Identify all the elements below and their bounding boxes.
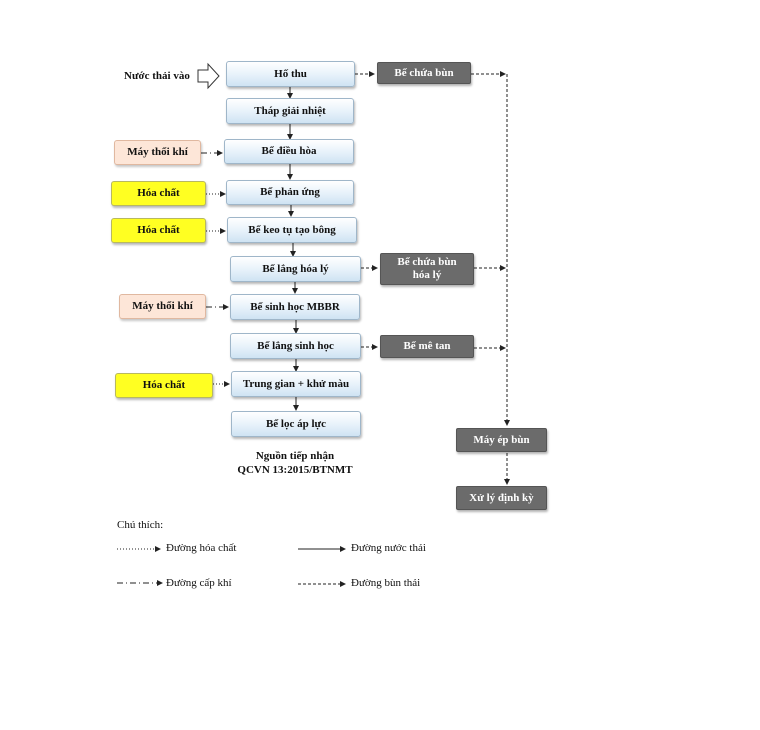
legend-wastewater-label: Đường nước thải bbox=[351, 542, 426, 554]
legend-sludge-label: Đường bùn thải bbox=[351, 577, 421, 589]
input-label: Nước thải vào bbox=[124, 70, 190, 82]
chemical-sludge-tank: Bể chứa bùn hóa lý bbox=[380, 253, 474, 285]
chemical-dosing-2: Hóa chất bbox=[111, 218, 206, 243]
step-chemical-settling-tank: Bể lắng hóa lý bbox=[230, 256, 361, 282]
air-blower-1: Máy thổi khí bbox=[114, 140, 201, 165]
step-bio-settling-tank: Bể lắng sinh học bbox=[230, 333, 361, 359]
chemical-dosing-1: Hóa chất bbox=[111, 181, 206, 206]
methane-tank: Bể mê tan bbox=[380, 335, 474, 358]
legend-title: Chú thích: bbox=[117, 519, 164, 531]
step-coagulation-tank: Bể keo tụ tạo bông bbox=[227, 217, 357, 243]
sludge-tank: Bể chứa bùn bbox=[377, 62, 471, 84]
periodic-treatment: Xử lý định kỳ bbox=[456, 486, 547, 510]
air-blower-2: Máy thổi khí bbox=[119, 294, 206, 319]
legend-chemical-label: Đường hóa chất bbox=[166, 542, 237, 554]
step-equalization-tank: Bể điều hòa bbox=[224, 139, 354, 164]
step-collection-pit: Hố thu bbox=[226, 61, 355, 87]
input-arrow bbox=[197, 62, 220, 90]
step-cooling-tower: Tháp giải nhiệt bbox=[226, 98, 354, 124]
step-pressure-filter: Bể lọc áp lực bbox=[231, 411, 361, 437]
discharge-standard: QCVN 13:2015/BTNMT bbox=[237, 464, 353, 476]
sludge-press: Máy ép bùn bbox=[456, 428, 547, 452]
step-decolorization: Trung gian + khử màu bbox=[231, 371, 361, 397]
step-mbbr-tank: Bể sinh học MBBR bbox=[230, 294, 360, 320]
legend-air-label: Đường cấp khí bbox=[166, 577, 232, 589]
step-reaction-tank: Bể phản ứng bbox=[226, 180, 354, 205]
chemical-dosing-3: Hóa chất bbox=[115, 373, 213, 398]
receiving-source: Nguồn tiếp nhận bbox=[255, 450, 335, 462]
